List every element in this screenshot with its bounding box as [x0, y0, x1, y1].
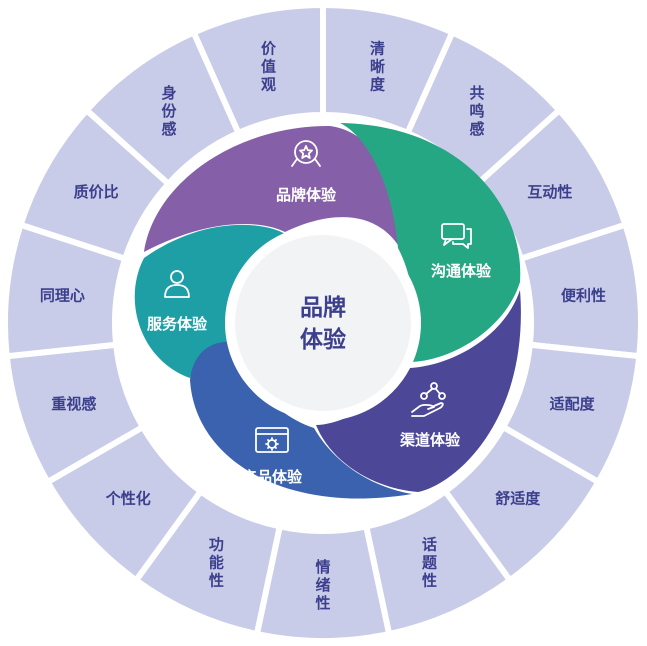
center-label-line-1: 品牌: [300, 294, 346, 321]
ring-label: 舒适度: [495, 489, 541, 507]
ring-label: 话题性: [422, 535, 438, 589]
ring-label: 身份感: [161, 84, 177, 138]
ring-label: 功能性: [209, 535, 224, 589]
petal-label-brand: 品牌体验: [276, 186, 337, 204]
petal-label-service: 服务体验: [147, 315, 208, 333]
ring-label: 清晰度: [370, 40, 386, 94]
browser-gear-icon: [255, 427, 289, 453]
ring-label: 便利性: [561, 287, 606, 305]
petal-label-communication: 沟通体验: [431, 262, 492, 280]
badge-star-icon: [291, 140, 321, 167]
petal-brand: [144, 125, 398, 252]
ring-label: 互动性: [527, 183, 572, 201]
petal-label-channel: 渠道体验: [400, 431, 461, 449]
person-icon: [164, 270, 190, 298]
center-disc: 品牌 体验: [225, 225, 421, 421]
ring-label: 重视感: [51, 395, 96, 413]
ring-segment: [82, 28, 243, 189]
ring-label: 质价比: [74, 183, 119, 201]
petal-channel: [316, 290, 521, 492]
ring-label: 情绪性: [315, 558, 330, 612]
petals: [134, 123, 521, 499]
center-label-line-2: 体验: [300, 326, 346, 353]
hand-network-icon: [411, 382, 446, 417]
ring-label: 个性化: [105, 489, 151, 507]
ring-label: 价值观: [261, 40, 277, 94]
ring-label: 共鸣感: [469, 84, 484, 138]
ring-label: 同理心: [40, 287, 85, 305]
petal-communication: [340, 123, 521, 362]
ring-label: 适配度: [550, 395, 596, 413]
petal-label-product: 产品体验: [242, 468, 303, 486]
chat-bubbles-icon: [441, 223, 472, 249]
